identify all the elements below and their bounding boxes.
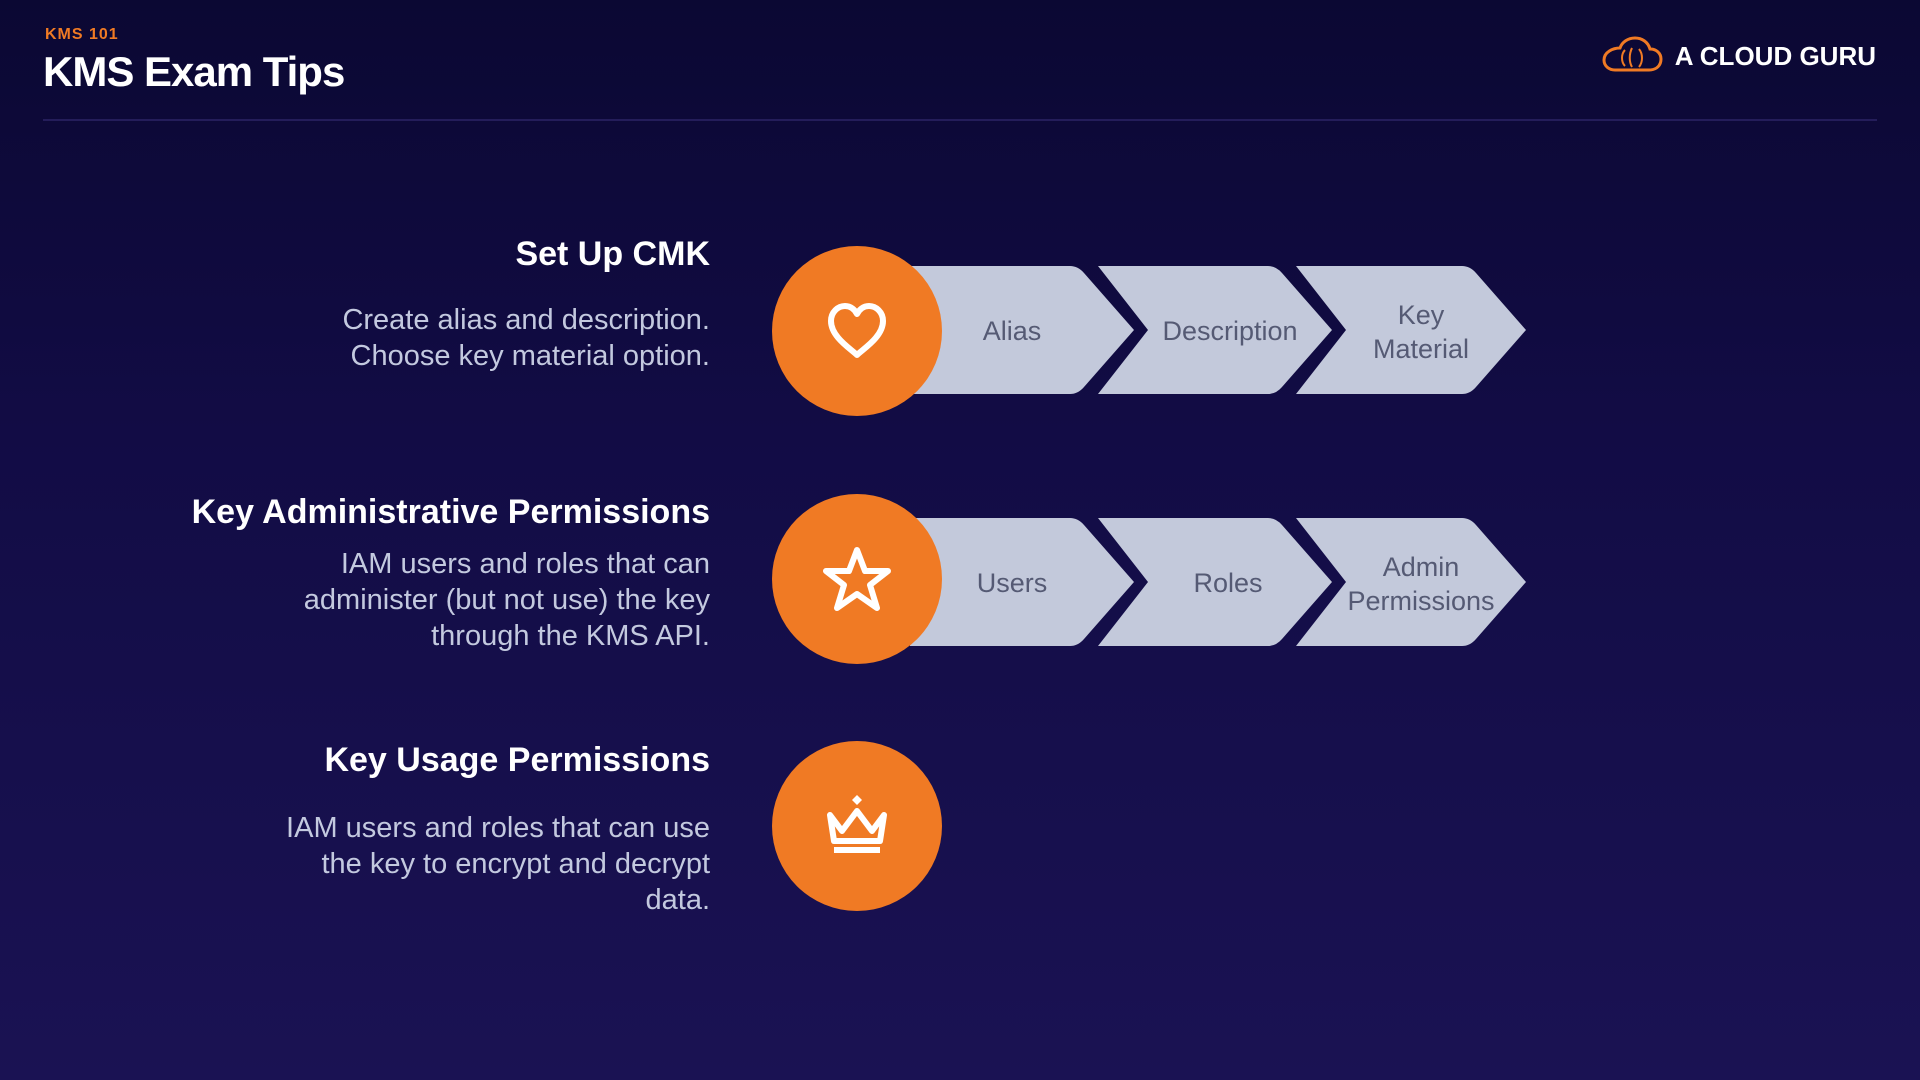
row-description-line: data. bbox=[645, 884, 711, 916]
chevron-steps: Alias Description Key Material bbox=[910, 266, 1526, 394]
chevron-step: Description bbox=[1098, 266, 1332, 394]
row-text: Set Up CMK Create alias and description.… bbox=[90, 234, 710, 374]
row-key-admin: Users Roles Admin Permissions Key Admini… bbox=[0, 482, 1920, 682]
row-description-line: Choose key material option. bbox=[350, 340, 710, 372]
step-label: Description bbox=[1162, 316, 1297, 346]
icon-circle bbox=[772, 494, 942, 664]
brand-logo: A CLOUD GURU bbox=[1601, 36, 1876, 76]
row-heading: Key Usage Permissions bbox=[324, 741, 710, 779]
row-heading: Set Up CMK bbox=[515, 235, 710, 273]
icon-circle bbox=[772, 741, 942, 911]
heart-icon bbox=[828, 303, 886, 358]
row-description-line: IAM users and roles that can use bbox=[286, 812, 710, 844]
chevron-step: Key Material bbox=[1296, 266, 1526, 394]
icon-circle bbox=[772, 246, 942, 416]
step-label: Users bbox=[977, 568, 1048, 598]
row-description-line: IAM users and roles that can bbox=[340, 548, 710, 580]
chevron-step: Admin Permissions bbox=[1296, 518, 1526, 646]
row-text: Key Usage Permissions IAM users and role… bbox=[90, 740, 710, 918]
row-description-line: the key to encrypt and decrypt bbox=[321, 848, 711, 880]
step-label: Material bbox=[1373, 334, 1469, 364]
brand-name: A CLOUD GURU bbox=[1674, 40, 1876, 71]
cloud-icon bbox=[1602, 36, 1663, 72]
row-description-line: through the KMS API. bbox=[431, 620, 710, 652]
page-title: KMS Exam Tips bbox=[43, 48, 345, 95]
row-description-line: Create alias and description. bbox=[342, 304, 710, 336]
header-divider bbox=[43, 119, 1877, 121]
crown-icon bbox=[827, 795, 887, 853]
chevron-step: Roles bbox=[1098, 518, 1332, 646]
star-icon bbox=[823, 547, 891, 611]
step-label: Alias bbox=[983, 316, 1042, 346]
row-key-usage: Key Usage Permissions IAM users and role… bbox=[0, 730, 1920, 930]
chevron-step: Users bbox=[910, 518, 1134, 646]
eyebrow-label: KMS 101 bbox=[45, 26, 119, 43]
row-description-line: administer (but not use) the key bbox=[303, 584, 710, 616]
step-label: Roles bbox=[1193, 568, 1262, 598]
row-setup-cmk: Alias Description Key Material Set Up CM… bbox=[0, 230, 1920, 430]
chevron-step: Alias bbox=[910, 266, 1134, 394]
row-text: Key Administrative Permissions IAM users… bbox=[90, 492, 710, 654]
step-label: Admin bbox=[1383, 552, 1460, 582]
step-label: Key bbox=[1398, 300, 1445, 330]
row-heading: Key Administrative Permissions bbox=[191, 493, 710, 531]
step-label: Permissions bbox=[1347, 586, 1494, 616]
chevron-steps: Users Roles Admin Permissions bbox=[910, 518, 1526, 646]
